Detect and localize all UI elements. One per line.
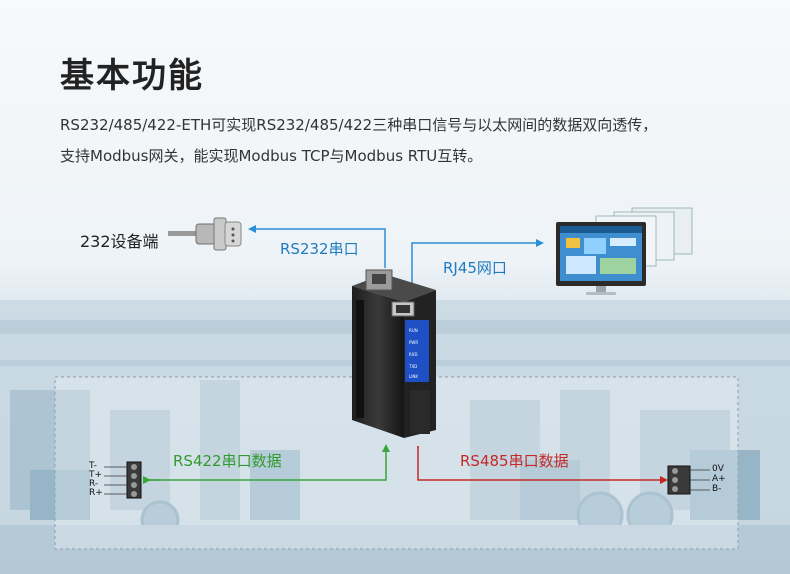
svg-text:LINK: LINK (409, 374, 418, 379)
rs422-pin-label: R- (89, 479, 99, 489)
svg-text:PWR: PWR (409, 340, 418, 345)
rj45-arrow (411, 239, 544, 290)
rs485-terminal-block-icon (667, 465, 710, 495)
rs485-pin-label: B- (712, 484, 722, 494)
rs422-pin-label: T+ (89, 470, 103, 480)
description-line-2: 支持Modbus网关，能实现Modbus TCP与Modbus RTU互转。 (60, 147, 483, 165)
rs485-pin-label: 0V (712, 464, 724, 474)
rs422-pin-label: T- (89, 461, 97, 471)
rs232-port-label: RS232串口 (280, 240, 359, 258)
serial-ethernet-converter-device: RUN PWR RXD TXD LINK (352, 269, 436, 438)
rs422-arrow (147, 444, 390, 481)
rs485-arrow (417, 446, 668, 484)
rs422-pin-label: R+ (89, 488, 103, 498)
rj45-port-label: RJ45网口 (443, 259, 507, 277)
device-232-label: 232设备端 (80, 232, 159, 251)
svg-text:RXD: RXD (409, 352, 418, 357)
rs485-data-label: RS485串口数据 (460, 452, 569, 470)
rs232-arrow (248, 225, 386, 268)
db9-connector-icon (168, 217, 242, 251)
rs422-data-label: RS422串口数据 (173, 452, 282, 470)
rs422-terminal-block-icon (104, 461, 142, 499)
description-line-1: RS232/485/422-ETH可实现RS232/485/422三种串口信号与… (60, 116, 658, 134)
svg-text:RUN: RUN (409, 328, 418, 333)
page-title: 基本功能 (60, 56, 204, 96)
rs485-pin-label: A+ (712, 474, 726, 484)
svg-text:TXD: TXD (408, 364, 417, 369)
monitor-icon (556, 207, 693, 295)
